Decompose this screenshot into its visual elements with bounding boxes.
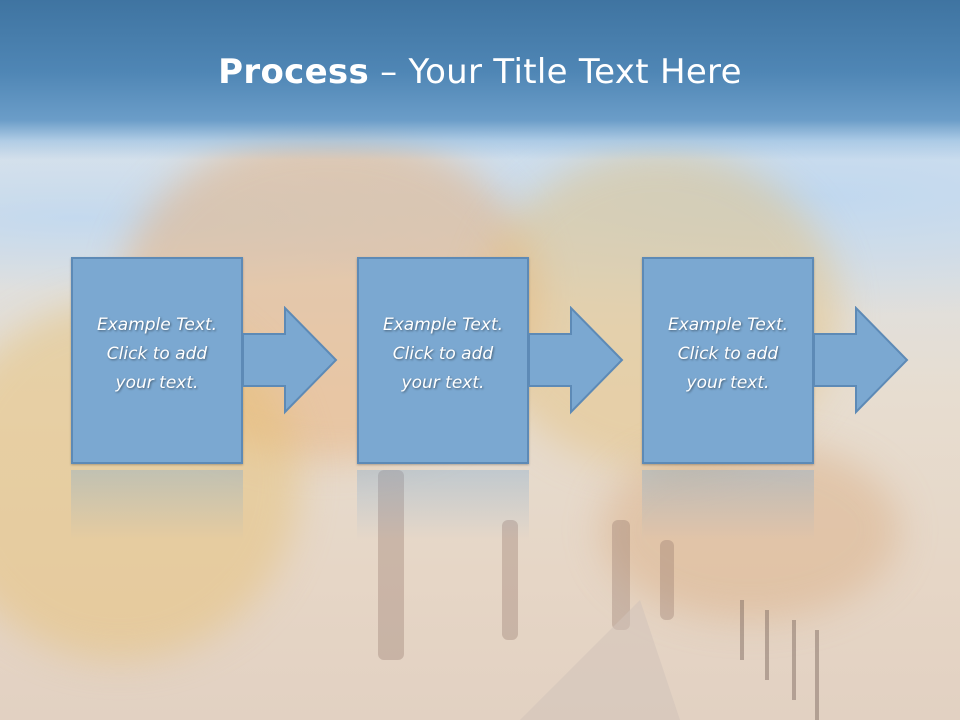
step-text-line: Example Text.	[667, 315, 789, 335]
step-text-line: Example Text.	[382, 315, 504, 335]
step-text-line: Click to add	[677, 344, 779, 364]
title-rest: – Your Title Text Here	[369, 52, 742, 92]
process-step-2[interactable]: Example Text. Click to add your text.	[357, 257, 529, 464]
step-text-line: your text.	[115, 373, 199, 393]
right-arrow-icon	[243, 306, 339, 416]
step-text-line: your text.	[401, 373, 485, 393]
title-bold: Process	[218, 52, 370, 92]
process-step-1[interactable]: Example Text. Click to add your text.	[71, 257, 243, 464]
step-text-line: Click to add	[392, 344, 494, 364]
slide-title[interactable]: Process – Your Title Text Here	[0, 52, 960, 92]
right-arrow-icon	[814, 306, 910, 416]
fence-post	[815, 630, 819, 720]
right-arrow-icon	[529, 306, 625, 416]
step-text[interactable]: Example Text. Click to add your text.	[73, 311, 241, 398]
process-step-3[interactable]: Example Text. Click to add your text.	[642, 257, 814, 464]
tree-foliage	[600, 440, 900, 620]
dirt-path	[520, 600, 680, 720]
step-text-line: your text.	[686, 373, 770, 393]
step-reflection	[71, 470, 243, 540]
title-bar: Process – Your Title Text Here	[0, 0, 960, 160]
step-text[interactable]: Example Text. Click to add your text.	[359, 311, 527, 398]
fence-post	[740, 600, 744, 660]
fence-post	[792, 620, 796, 700]
step-text-line: Example Text.	[96, 315, 218, 335]
tree-trunk	[378, 470, 404, 660]
tree-trunk	[502, 520, 518, 640]
step-text-line: Click to add	[106, 344, 208, 364]
fence-post	[765, 610, 769, 680]
step-reflection	[642, 470, 814, 540]
step-reflection	[357, 470, 529, 540]
step-text[interactable]: Example Text. Click to add your text.	[644, 311, 812, 398]
